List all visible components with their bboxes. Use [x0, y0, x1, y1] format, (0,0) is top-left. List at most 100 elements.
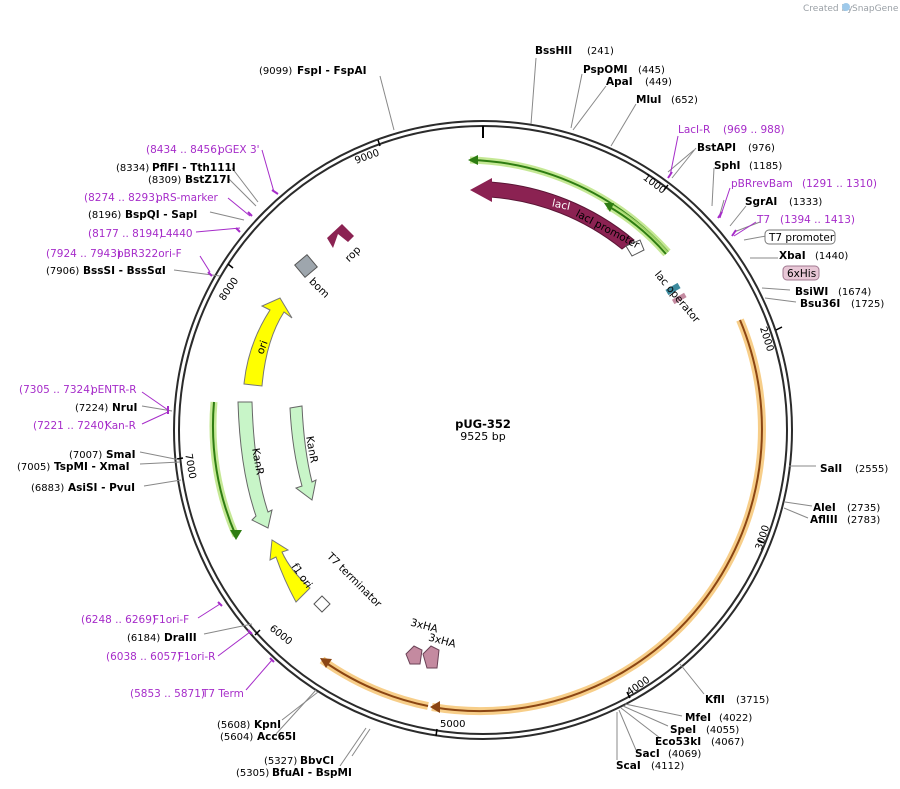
enzyme-alei-coord: (2735): [847, 503, 880, 514]
enzyme-spei[interactable]: SpeI: [670, 724, 696, 736]
primer-t7-range: (1394 .. 1413): [780, 214, 855, 226]
feature-kanr-2: KanR: [289, 405, 320, 501]
enzyme-pflfi-coord: (8334): [116, 163, 149, 174]
watermark-created-by: Created by: [803, 4, 853, 14]
enzyme-sgrai[interactable]: SgrAI: [745, 196, 777, 208]
enzyme-bsu36i-coord: (1725): [851, 299, 884, 310]
tick-1000: 1000: [641, 172, 669, 196]
enzyme-acc65i[interactable]: Acc65I: [257, 731, 296, 743]
enzyme-bsiwi[interactable]: BsiWI: [795, 286, 828, 298]
watermark-brand: SnapGene: [852, 4, 899, 14]
enzyme-apai[interactable]: ApaI: [606, 76, 633, 88]
enzyme-pspomi[interactable]: PspOMI: [583, 64, 628, 76]
primer-prs-marker-range: (8274 .. 8293): [84, 192, 159, 204]
enzyme-bstapi-coord: (976): [748, 143, 775, 154]
primer-pentr-r[interactable]: pENTR-R: [91, 384, 137, 396]
primer-f1ori-f[interactable]: F1ori-F: [153, 614, 189, 626]
enzyme-scai[interactable]: ScaI: [616, 760, 641, 772]
primer-f1ori-r[interactable]: F1ori-R: [178, 651, 215, 663]
tick-label-7000: 7000: [182, 453, 197, 480]
tick-4000: 4000: [625, 675, 652, 699]
tick-label-1000: 1000: [641, 172, 668, 196]
enzyme-xbai-coord: (1440): [815, 251, 848, 262]
enzyme-afliii[interactable]: AflIII: [810, 514, 838, 526]
enzyme-fspi[interactable]: FspI - FspAI: [297, 65, 367, 77]
orf-arc-left: [209, 401, 242, 540]
orf-arc-bottom: [319, 656, 429, 710]
primer-laci-r[interactable]: LacI-R: [678, 124, 710, 136]
enzyme-pflfi[interactable]: PflFI - Tth111I: [152, 162, 236, 174]
feature-lac-operator: lac operator: [652, 269, 703, 326]
snapgene-watermark: Created by SnapGene: [803, 3, 899, 14]
enzyme-sphi-coord: (1185): [749, 161, 782, 172]
feature-ori-label: ori: [255, 339, 271, 356]
orf-arc-right: [430, 318, 766, 716]
primer-pgex3-range: (8434 .. 8456): [146, 144, 221, 156]
enzyme-eco53ki[interactable]: Eco53kI: [655, 736, 701, 748]
enzyme-bsshii[interactable]: BssHII: [535, 45, 572, 57]
enzyme-acc65i-coord: (5604): [220, 732, 253, 743]
primer-labels: LacI-R (969 .. 988) pBRrevBam (1291 .. 1…: [19, 124, 877, 700]
enzyme-bfuai[interactable]: BfuAI - BspMI: [272, 767, 352, 779]
primer-t7-term[interactable]: T7 Term: [201, 688, 244, 700]
tick-label-4000: 4000: [625, 675, 652, 699]
enzyme-bsu36i[interactable]: Bsu36I: [800, 298, 840, 310]
enzyme-sgrai-coord: (1333): [789, 197, 822, 208]
enzyme-mfei[interactable]: MfeI: [685, 712, 711, 724]
feature-laci: lacI: [470, 178, 635, 250]
primer-pgex3[interactable]: pGEX 3': [218, 144, 260, 156]
tick-8000: 8000: [218, 263, 241, 303]
primer-laci-r-range: (969 .. 988): [723, 124, 785, 136]
enzyme-smai[interactable]: SmaI: [106, 449, 136, 461]
enzyme-bbvci[interactable]: BbvCI: [300, 755, 334, 767]
enzyme-bstapi[interactable]: BstAPI: [697, 142, 736, 154]
primer-pbr322ori-f-range: (7924 .. 7943): [46, 248, 121, 260]
enzyme-saci-coord: (4069): [668, 749, 701, 760]
enzyme-xbai[interactable]: XbaI: [779, 250, 806, 262]
primer-marks: [167, 171, 737, 663]
enzyme-apai-coord: (449): [645, 77, 672, 88]
boxed-feature-t7-promoter[interactable]: T7 promoter: [764, 229, 836, 245]
primer-pbr322ori-f[interactable]: pBR322ori-F: [117, 248, 182, 260]
enzyme-sali[interactable]: SalI: [820, 463, 842, 475]
primer-kan-r[interactable]: Kan-R: [105, 420, 136, 432]
primer-l4440[interactable]: L4440: [160, 228, 193, 240]
primer-pbrrevbam[interactable]: pBRrevBam: [731, 178, 793, 190]
enzyme-saci[interactable]: SacI: [635, 748, 660, 760]
enzyme-alei[interactable]: AleI: [813, 502, 836, 514]
enzyme-labels: BssHII (241) PspOMI (445) ApaI (449) Mlu…: [17, 45, 888, 779]
primer-t7-term-range: (5853 .. 5871): [130, 688, 205, 700]
feature-ori: ori: [243, 297, 293, 387]
feature-kanr-1-label: KanR: [249, 447, 266, 476]
enzyme-mlui-coord: (652): [671, 95, 698, 106]
primer-f1ori-r-range: (6038 .. 6057): [106, 651, 181, 663]
enzyme-mlui[interactable]: MluI: [636, 94, 661, 106]
enzyme-tspmi-coord: (7005): [17, 462, 50, 473]
enzyme-bsiwi-coord: (1674): [838, 287, 871, 298]
tick-label-6000: 6000: [267, 623, 294, 647]
boxed-feature-6xhis[interactable]: 6xHis: [782, 265, 820, 281]
feature-rop: rop: [327, 224, 364, 265]
tick-7000: 7000: [176, 453, 198, 480]
primer-prs-marker[interactable]: pRS-marker: [156, 192, 219, 204]
enzyme-eco53ki-coord: (4067): [711, 737, 744, 748]
feature-f1-ori: f1 ori: [269, 539, 314, 603]
enzyme-kfli[interactable]: KflI: [705, 694, 725, 706]
enzyme-draiii-coord: (6184): [127, 633, 160, 644]
enzyme-nrui[interactable]: NruI: [112, 402, 137, 414]
enzyme-tspmi[interactable]: TspMI - XmaI: [54, 461, 130, 473]
plasmid-name: pUG-352: [455, 417, 511, 431]
tick-label-2000: 2000: [757, 325, 775, 353]
enzyme-draiii[interactable]: DraIII: [164, 632, 197, 644]
enzyme-bspqi[interactable]: BspQI - SapI: [125, 209, 197, 221]
enzyme-kfli-coord: (3715): [736, 695, 769, 706]
enzyme-asisi[interactable]: AsiSI - PvuI: [68, 482, 135, 494]
enzyme-bsssi[interactable]: BssSI - BssSαI: [83, 265, 166, 277]
enzyme-mfei-coord: (4022): [719, 713, 752, 724]
primer-t7[interactable]: T7: [756, 214, 770, 226]
primer-kan-r-range: (7221 .. 7240): [33, 420, 108, 432]
enzyme-bstz17i[interactable]: BstZ17I: [185, 174, 230, 186]
orf-arc-promoter: [604, 202, 669, 257]
enzyme-kpni[interactable]: KpnI: [254, 719, 281, 731]
enzyme-sphi[interactable]: SphI: [714, 160, 740, 172]
